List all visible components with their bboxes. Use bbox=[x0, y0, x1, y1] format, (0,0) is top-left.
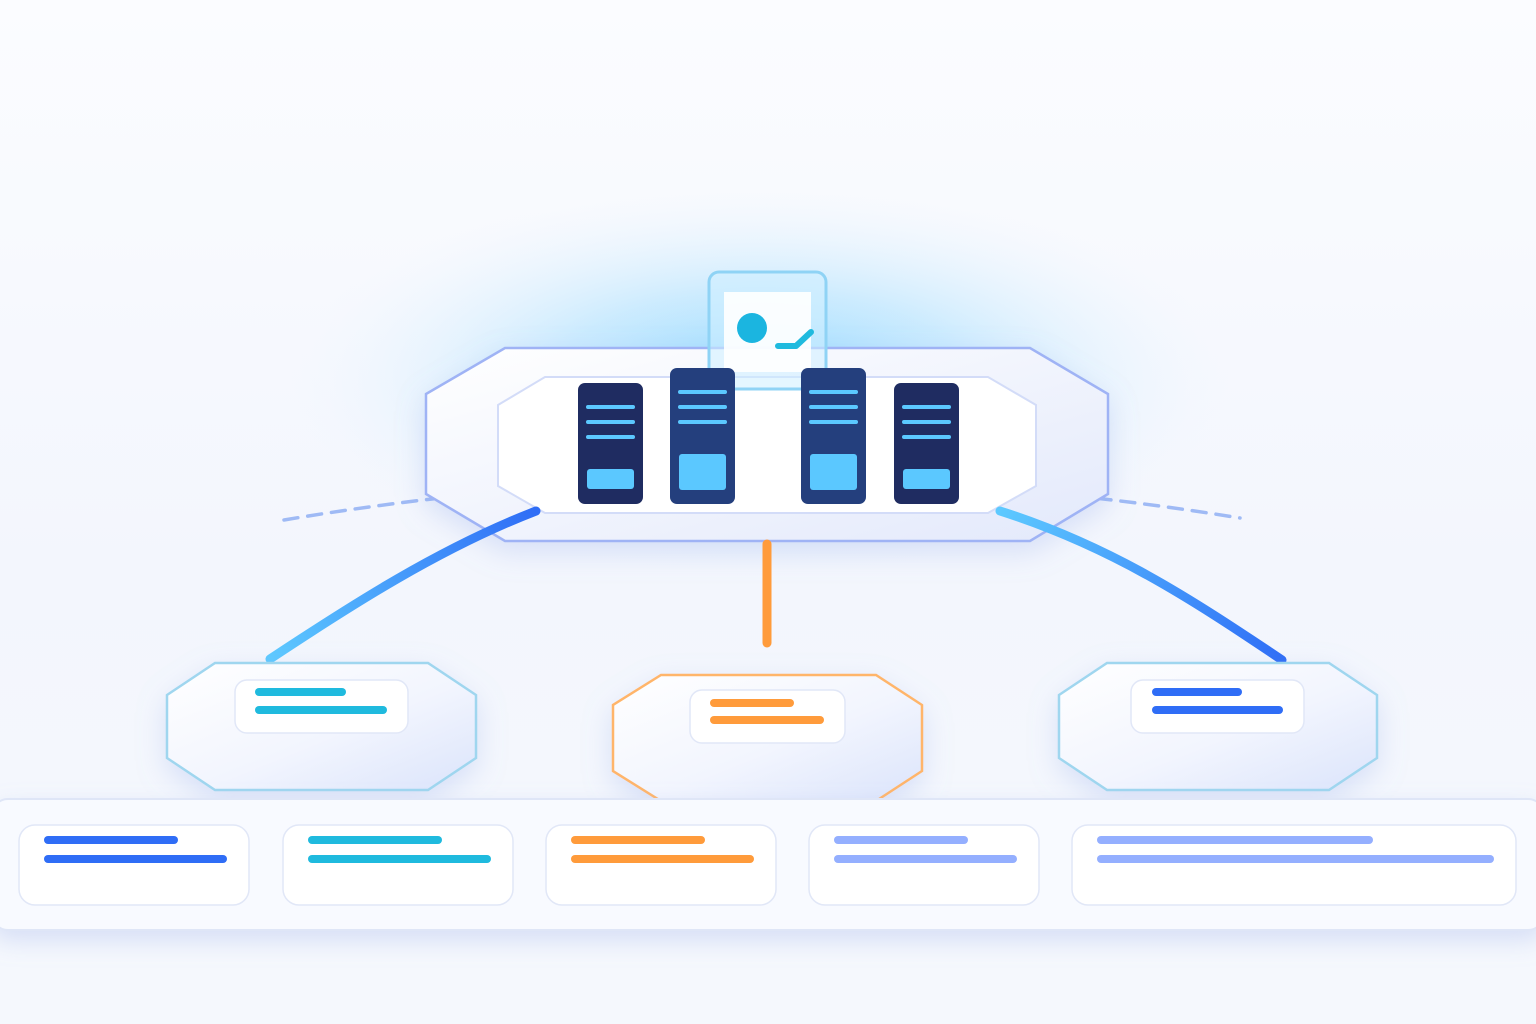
server-rack-icon bbox=[670, 368, 735, 504]
server-rack-icon bbox=[578, 383, 643, 504]
server-drive-panel bbox=[587, 469, 634, 489]
server-rack-icon bbox=[894, 383, 959, 504]
monitor-check-stroke bbox=[775, 329, 814, 349]
server-rack-group bbox=[578, 368, 959, 504]
monitor-dot bbox=[737, 313, 767, 343]
connector-right bbox=[995, 506, 1287, 665]
connector-left bbox=[265, 506, 541, 664]
bottom-card-surface bbox=[545, 824, 777, 906]
server-rack-icon bbox=[801, 368, 866, 504]
bottom-card bbox=[808, 824, 1040, 906]
bottom-card bbox=[1071, 824, 1517, 906]
bottom-card-surface bbox=[18, 824, 250, 906]
server-drive-panel bbox=[903, 469, 950, 489]
server-drive-panel bbox=[679, 454, 726, 490]
bottom-card bbox=[545, 824, 777, 906]
bottom-card-surface bbox=[808, 824, 1040, 906]
bottom-card-row bbox=[18, 824, 1517, 906]
bottom-card bbox=[18, 824, 250, 906]
bottom-card-surface bbox=[282, 824, 514, 906]
bottom-card bbox=[282, 824, 514, 906]
server-drive-panel bbox=[810, 454, 857, 490]
bottom-card-surface bbox=[1071, 824, 1517, 906]
monitor-icon bbox=[707, 270, 828, 391]
